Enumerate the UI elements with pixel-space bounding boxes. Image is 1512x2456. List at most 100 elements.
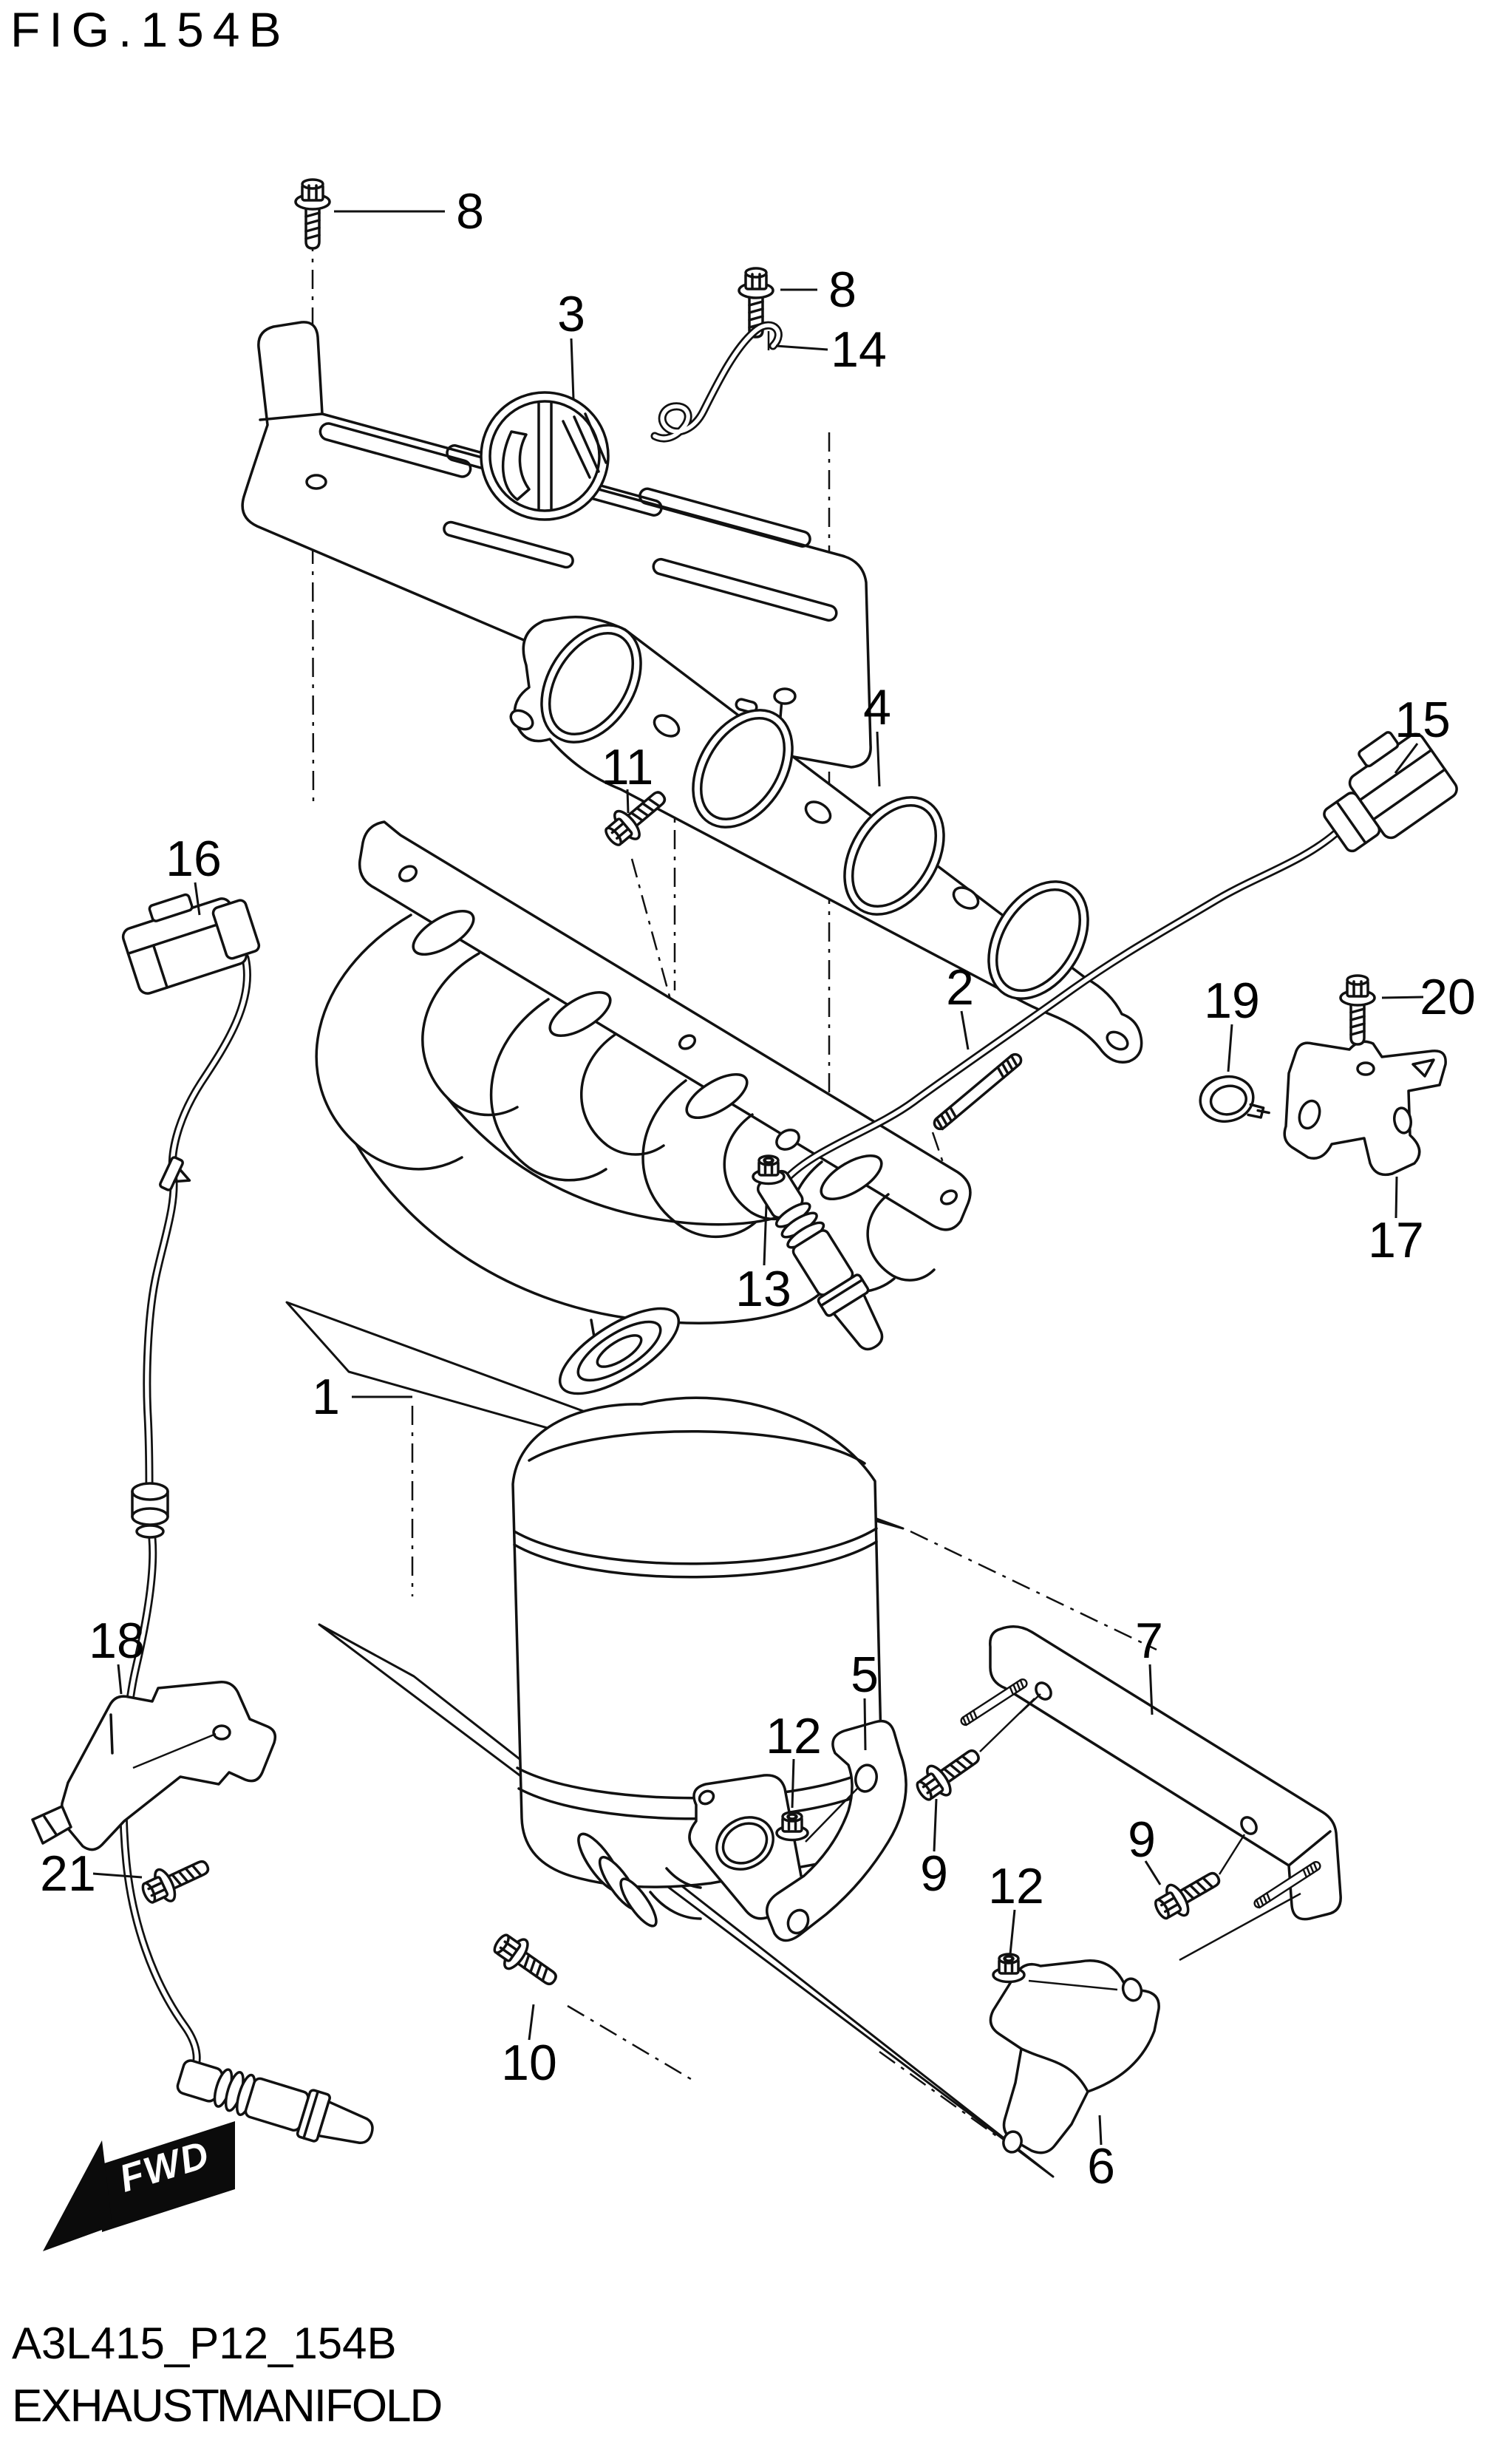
part-callout-9: 9 — [1128, 1812, 1162, 1885]
part-number-label: 9 — [1128, 1812, 1156, 1868]
part-callout-6: 6 — [1087, 2115, 1115, 2194]
part-callout-2: 2 — [946, 959, 974, 1050]
nut-13 — [752, 1154, 786, 1186]
part-callout-14: 14 — [775, 322, 887, 378]
manifold-gasket — [509, 615, 1143, 1064]
converter-bracket-5 — [766, 1719, 907, 1942]
catalytic-converter — [511, 1307, 884, 1928]
callout-leader-line — [791, 1758, 795, 1809]
callout-leader-line — [528, 2004, 535, 2041]
part-number-label: 20 — [1420, 969, 1476, 1025]
part-callout-9: 9 — [920, 1798, 948, 1902]
stud-2 — [930, 1050, 1025, 1133]
callout-leader-line — [763, 1204, 768, 1266]
part-number-label: 10 — [501, 2035, 557, 2091]
sensor-wire-bracket-17 — [1283, 1040, 1447, 1177]
converter-bracket-6 — [989, 1959, 1160, 2154]
part-callout-3: 3 — [557, 286, 585, 400]
part-callout-12: 12 — [766, 1708, 822, 1809]
part-callout-18: 18 — [89, 1613, 145, 1695]
callout-leader-line — [1009, 1909, 1016, 1955]
fastener-pointer-lines — [132, 1693, 1301, 1991]
front-sensor-connector — [1323, 731, 1458, 853]
callout-leader-line — [933, 1798, 938, 1852]
part-number-label: 6 — [1087, 2138, 1115, 2194]
part-callout-11: 11 — [602, 739, 654, 814]
callout-leader-line — [626, 789, 630, 814]
heat-shield — [241, 321, 872, 769]
part-number-label: 18 — [89, 1613, 145, 1669]
part-number-label: 1 — [312, 1369, 340, 1425]
callout-leader-line — [117, 1664, 123, 1695]
clamp-19 — [1199, 1075, 1270, 1123]
sensor-wire-bracket-18 — [31, 1681, 277, 1851]
rear-sensor-connector — [121, 893, 261, 995]
front-o2-sensor-wire — [777, 829, 1341, 1188]
callout-leader-line — [1394, 1176, 1398, 1219]
part-callout-8: 8 — [780, 262, 857, 318]
part-number-label: 9 — [920, 1846, 948, 1902]
figure-name: EXHAUST MANIFOLD — [12, 2381, 443, 2432]
part-callout-19: 19 — [1204, 973, 1260, 1072]
part-number-label: 3 — [557, 286, 585, 342]
part-callout-12: 12 — [988, 1858, 1044, 1955]
part-number-label: 5 — [851, 1647, 879, 1703]
part-callout-1: 1 — [312, 1369, 412, 1425]
callout-leader-line — [960, 1010, 970, 1050]
part-number-label: 7 — [1135, 1613, 1163, 1669]
hot-surface-emblem — [480, 391, 610, 521]
clip-14 — [650, 321, 783, 443]
part-callout-16: 16 — [166, 831, 222, 916]
part-callout-4: 4 — [863, 679, 891, 787]
callout-leader-line — [1098, 2115, 1103, 2146]
part-callout-13: 13 — [735, 1204, 791, 1317]
nut-12-right — [992, 1953, 1026, 1984]
part-number-label: 16 — [166, 831, 222, 887]
part-callout-20: 20 — [1381, 969, 1476, 1025]
part-callout-21: 21 — [40, 1846, 143, 1902]
part-number-label: 12 — [988, 1858, 1044, 1914]
wire-grommet — [131, 1482, 169, 1539]
bolt-20 — [1339, 974, 1376, 1046]
part-number-label: 4 — [863, 679, 891, 735]
fwd-marker: FWD — [43, 2121, 235, 2251]
part-number-label: 14 — [831, 322, 887, 378]
callout-leader-line — [775, 344, 828, 351]
figure-title: FIG.154B — [10, 2, 290, 57]
fwd-arrow-icon — [43, 2140, 112, 2251]
part-number-label: 19 — [1204, 973, 1260, 1029]
part-callout-17: 17 — [1368, 1176, 1424, 1268]
converter-bracket-7 — [989, 1625, 1342, 1921]
part-number-label: 15 — [1394, 692, 1451, 748]
callout-leader-line — [1227, 1024, 1233, 1072]
converter-inlet-rings — [558, 1307, 681, 1395]
callout-leader-line — [570, 338, 575, 400]
nut-12-left — [775, 1811, 809, 1842]
callout-leader-line — [876, 731, 881, 787]
rear-o2-sensor-wire — [119, 953, 251, 2080]
stud-bracket7-left — [958, 1676, 1029, 1728]
part-number-label: 8 — [828, 262, 857, 318]
part-number-label: 21 — [40, 1846, 96, 1902]
callout-leader-line — [194, 882, 201, 916]
wire-clip — [159, 1156, 191, 1191]
bolt-9-left — [909, 1738, 988, 1809]
callout-leader-line — [1394, 743, 1419, 774]
callout-leader-line — [1144, 1860, 1162, 1885]
bolt-10 — [486, 1926, 565, 1996]
part-number-label: 8 — [456, 183, 484, 239]
part-callout-15: 15 — [1394, 692, 1451, 774]
figure-code: A3L415_P12_154B — [12, 2319, 397, 2368]
callout-leader-line — [1148, 1664, 1154, 1715]
bolt-8-left — [294, 178, 331, 250]
bolt-21 — [136, 1848, 216, 1912]
part-callout-7: 7 — [1135, 1613, 1163, 1715]
part-number-label: 12 — [766, 1708, 822, 1764]
fwd-flag — [102, 2121, 235, 2232]
callout-leader-line — [1381, 996, 1424, 999]
part-number-label: 11 — [602, 739, 654, 795]
part-number-label: 2 — [946, 959, 974, 1016]
